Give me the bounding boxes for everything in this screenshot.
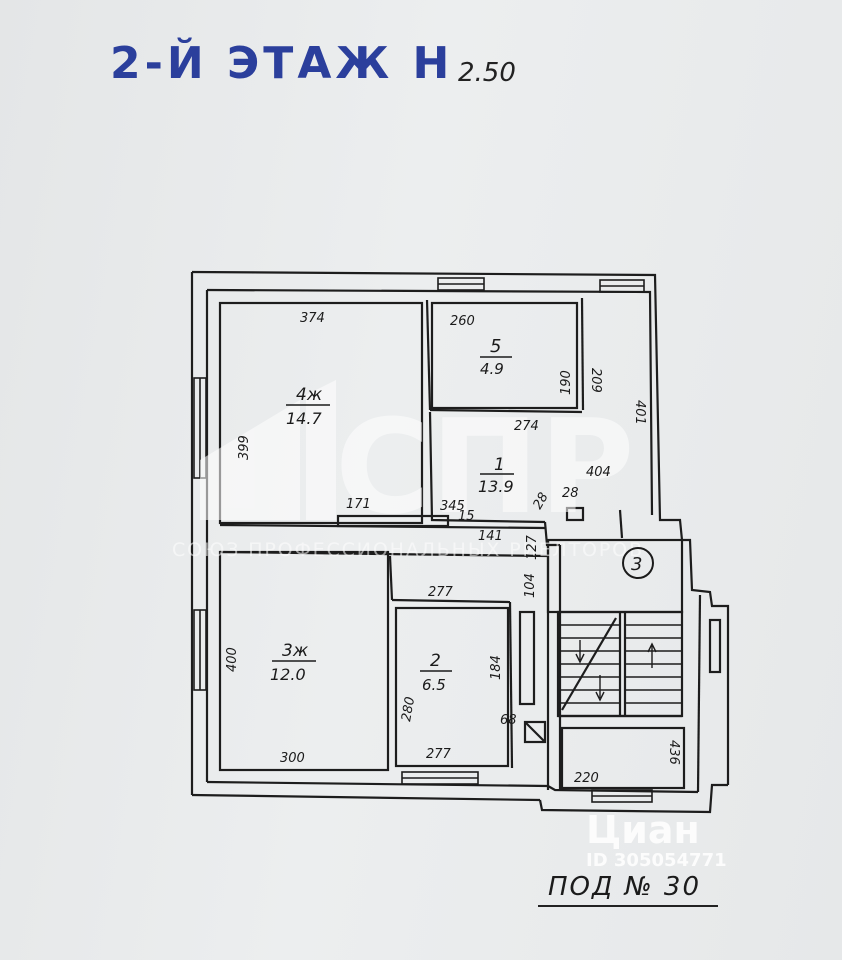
dim-401: 401 [632,400,647,425]
dim-209: 209 [588,368,603,393]
dim-399: 399 [237,435,252,460]
ceiling-height-note: 2.50 [458,58,516,88]
room-1-number: 1 [494,455,505,475]
spr-watermark: СПР СОЮЗ ПРОФЕССИОНАЛЬНЫХ РИЕЛТОРОВ [172,380,642,561]
dim-374: 374 [300,311,325,326]
dim-277-upper: 277 [428,585,454,600]
spr-logo-text: СПР [335,391,634,543]
cian-watermark-logo: Циан [586,808,700,852]
room-5-area: 4.9 [480,360,504,378]
dim-280: 280 [399,696,418,723]
dim-190: 190 [559,370,574,395]
dim-28-b: 28 [562,486,579,501]
dim-400: 400 [225,647,240,672]
dim-300: 300 [280,751,305,766]
dim-104: 104 [523,573,538,598]
room-4-number: 4ж [296,385,323,405]
dim-171: 171 [346,497,371,512]
dim-28-a: 28 [530,490,551,512]
dim-15: 15 [458,509,475,524]
dim-184: 184 [489,655,504,680]
staircase-number: 3 [631,554,642,575]
page-title: 2-Й ЭТАЖ Н [110,38,454,89]
dim-141: 141 [478,529,503,544]
dim-260: 260 [450,314,475,329]
dim-345: 345 [440,499,465,514]
room-1-area: 13.9 [478,477,514,496]
room-2-area: 6.5 [422,676,446,694]
room-3-number: 3ж [282,641,309,661]
dim-220: 220 [574,771,599,786]
room-4-area: 14.7 [286,409,322,428]
dim-436: 436 [666,740,681,765]
room-3-area: 12.0 [270,665,306,684]
spr-caption: СОЮЗ ПРОФЕССИОНАЛЬНЫХ РИЕЛТОРОВ [172,539,642,561]
cian-watermark-id: ID 305054771 [586,850,727,871]
dim-274: 274 [514,419,539,434]
room-5-number: 5 [490,336,501,357]
footer-label: ПОД № 30 [548,872,701,902]
dim-277-lower: 277 [426,747,452,762]
room-2-number: 2 [430,651,441,671]
staircase-circle [622,547,654,579]
dim-68: 68 [500,713,517,728]
dim-127: 127 [525,534,540,560]
footer-underline [538,905,718,907]
dim-404: 404 [586,465,611,480]
